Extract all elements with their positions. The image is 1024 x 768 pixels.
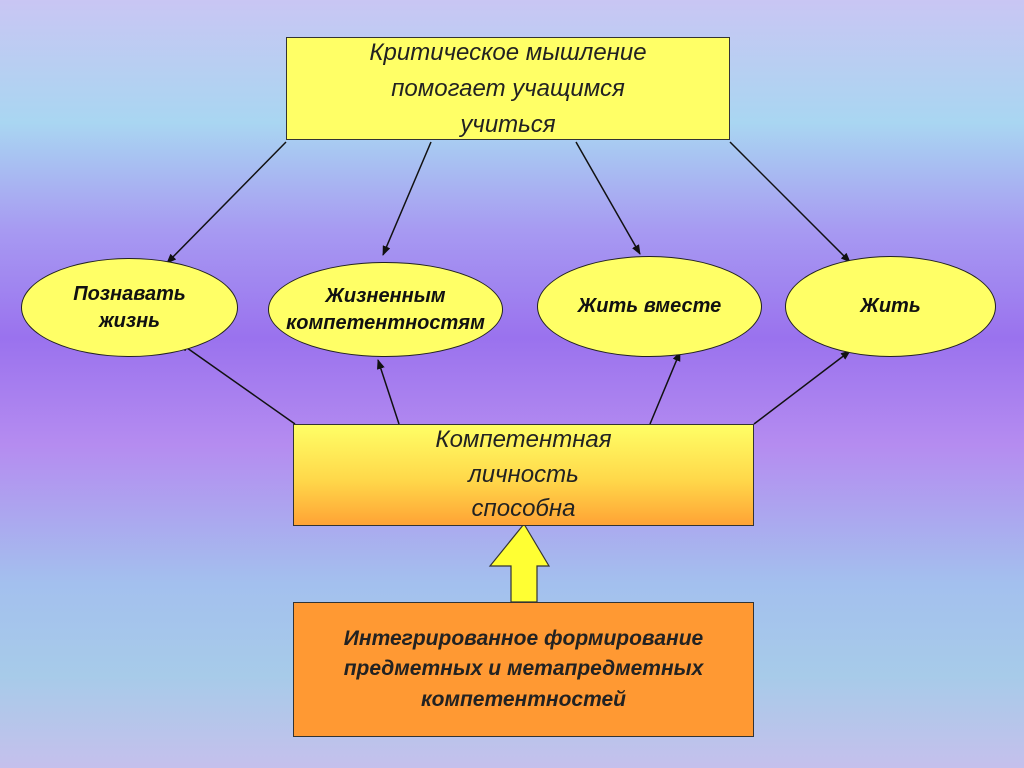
bottom-box-line-3: компетентностей [420, 687, 627, 711]
top-box-line-2: помогает учащимся [391, 74, 625, 102]
bottom-box-line-1: Интегрированное формирование [343, 626, 704, 650]
competent-person-box: Компетентная личность способна [293, 424, 754, 526]
mid-box-line-1: Компетентная [435, 425, 612, 453]
mid-box-line-2: личность [468, 460, 579, 488]
arrow-mid-to-e4 [753, 350, 851, 425]
critical-thinking-box: Критическое мышление помогает учащимся у… [286, 37, 730, 140]
ellipse-3-line-1: Жить вместе [577, 295, 722, 317]
arrow-top-to-e2 [382, 141, 432, 256]
arrow-top-to-e3 [575, 141, 641, 255]
arrow-top-to-e1 [166, 141, 287, 264]
ellipse-learn-life: Познавать жизнь [21, 258, 238, 357]
ellipse-1-line-2: жизнь [98, 309, 161, 332]
bottom-box-line-2: предметных и метапредметных [343, 657, 704, 681]
arrow-top-to-e4 [729, 141, 851, 263]
ellipse-4-line-1: Жить [860, 295, 921, 317]
top-box-line-1: Критическое мышление [369, 38, 647, 66]
mid-box-line-3: способна [471, 495, 576, 523]
arrow-mid-to-e1 [179, 342, 296, 425]
ellipse-2-line-2: компетентностям [286, 311, 485, 334]
arrow-mid-to-e2 [377, 359, 400, 425]
ellipse-live-together: Жить вместе [537, 256, 762, 357]
up-block-arrow [488, 522, 551, 603]
ellipse-life-competencies: Жизненным компетентностям [268, 262, 503, 357]
top-box-line-3: учиться [460, 110, 556, 138]
arrow-mid-to-e3 [649, 351, 681, 425]
ellipse-live: Жить [785, 256, 996, 357]
ellipse-2-line-1: Жизненным [325, 284, 446, 307]
ellipse-1-line-1: Познавать [73, 282, 186, 305]
integrated-formation-box: Интегрированное формирование предметных … [293, 602, 754, 737]
